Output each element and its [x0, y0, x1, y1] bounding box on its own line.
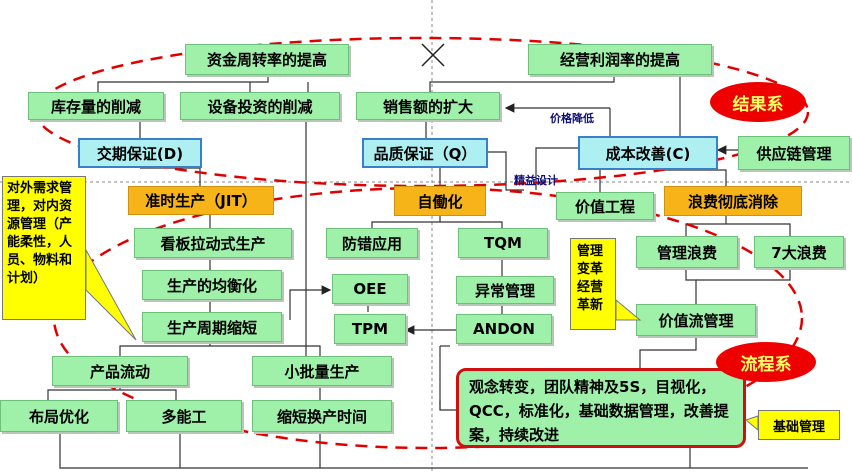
leveling-box: 生产的均衡化 [142, 270, 282, 300]
waste-elim-label: 浪费彻底消除 [687, 192, 778, 211]
foundation-text: 观念转变，团队精神及5S，目视化，QCC，标准化，基础数据管理，改善提案，持续改… [469, 378, 729, 444]
price-down-label: 价格降低 [550, 112, 594, 125]
product-flow-label: 产品流动 [89, 362, 150, 381]
andon-label: ANDON [473, 320, 535, 338]
result-tag-label: 结果系 [732, 94, 784, 115]
layout-opt-box: 布局优化 [0, 400, 118, 432]
process-tag: 流程系 [716, 342, 816, 382]
mgmt-waste-label: 管理浪费 [656, 243, 717, 262]
value-eng-box: 价值工程 [556, 192, 654, 220]
mgmt-reform-callout: 管理变革经营革新 [570, 238, 616, 330]
small-batch-label: 小批量生产 [284, 362, 360, 381]
product-flow-box: 产品流动 [52, 356, 188, 386]
poka-yoke-label: 防错应用 [341, 234, 402, 253]
inventory-reduce-label: 库存量的削减 [50, 97, 141, 116]
value-eng-label: 价值工程 [574, 197, 635, 216]
leveling-label: 生产的均衡化 [166, 276, 257, 295]
small-batch-box: 小批量生产 [252, 356, 392, 386]
oee-label: OEE [353, 280, 387, 298]
tqm-box: TQM [458, 228, 548, 258]
supply-chain-box: 供应链管理 [738, 136, 850, 170]
delivery-box: 交期保证(D) [78, 138, 202, 168]
cycle-short-box: 生产周期缩短 [142, 312, 282, 342]
capital-turnover-box: 资金周转率的提高 [185, 44, 349, 75]
seven-wastes-box: 7大浪费 [754, 236, 844, 268]
profit-improve-label: 经营利润率的提高 [559, 51, 680, 69]
equipment-reduce-label: 设备投资的削减 [207, 97, 313, 116]
abnormal-box: 异常管理 [456, 276, 554, 304]
left-callout-text: 对外需求管理，对内资源管理（产能柔性，人员、物料和计划） [7, 181, 73, 286]
layout-opt-label: 布局优化 [28, 407, 89, 426]
andon-box: ANDON [456, 314, 552, 344]
changeover-box: 缩短换产时间 [252, 400, 392, 432]
inventory-reduce-box: 库存量的削减 [28, 92, 164, 120]
sales-expand-label: 销售额的扩大 [382, 97, 473, 116]
poka-yoke-box: 防错应用 [326, 228, 418, 258]
foundation-box: 观念转变，团队精神及5S，目视化，QCC，标准化，基础数据管理，改善提案，持续改… [456, 368, 746, 448]
tqm-label: TQM [484, 234, 522, 252]
process-tag-label: 流程系 [740, 354, 792, 375]
abnormal-label: 异常管理 [474, 281, 535, 300]
supply-chain-label: 供应链管理 [756, 144, 832, 163]
delivery-label: 交期保证(D) [96, 144, 184, 163]
left-callout: 对外需求管理，对内资源管理（产能柔性，人员、物料和计划） [2, 176, 86, 320]
tpm-label: TPM [351, 320, 389, 338]
quality-label: 品质保证（Q） [373, 144, 477, 163]
changeover-label: 缩短换产时间 [276, 407, 367, 426]
process-ellipse [52, 186, 804, 450]
cost-box: 成本改善(C) [578, 136, 718, 170]
vsm-box: 价值流管理 [636, 304, 756, 336]
mgmt-waste-box: 管理浪费 [636, 236, 738, 268]
cycle-short-label: 生产周期缩短 [166, 318, 257, 337]
jidoka-label: 自働化 [417, 192, 463, 211]
multi-skill-box: 多能工 [126, 400, 242, 432]
lean-design-label: 精益设计 [514, 174, 558, 187]
capital-turnover-label: 资金周转率的提高 [206, 51, 327, 69]
cost-label: 成本改善(C) [605, 144, 691, 163]
mgmt-reform-text: 管理变革经营革新 [577, 244, 604, 313]
jidoka-box: 自働化 [394, 186, 486, 216]
jit-box: 准时生产（JIT） [128, 186, 274, 215]
kanban-label: 看板拉动式生产 [160, 234, 266, 253]
vsm-label: 价值流管理 [658, 311, 734, 330]
basic-mgmt-callout: 基础管理 [758, 410, 840, 440]
jit-label: 准时生产（JIT） [145, 192, 257, 210]
waste-elim-box: 浪费彻底消除 [664, 186, 802, 216]
multi-skill-label: 多能工 [161, 407, 207, 426]
tpm-box: TPM [334, 314, 406, 344]
basic-mgmt-text: 基础管理 [772, 419, 825, 435]
sales-expand-box: 销售额的扩大 [356, 92, 500, 120]
profit-improve-box: 经营利润率的提高 [528, 44, 712, 75]
seven-wastes-label: 7大浪费 [771, 243, 827, 262]
kanban-box: 看板拉动式生产 [134, 228, 292, 258]
result-tag: 结果系 [710, 82, 806, 122]
equipment-reduce-box: 设备投资的削减 [180, 92, 340, 120]
quality-box: 品质保证（Q） [362, 138, 488, 168]
oee-box: OEE [332, 274, 408, 304]
